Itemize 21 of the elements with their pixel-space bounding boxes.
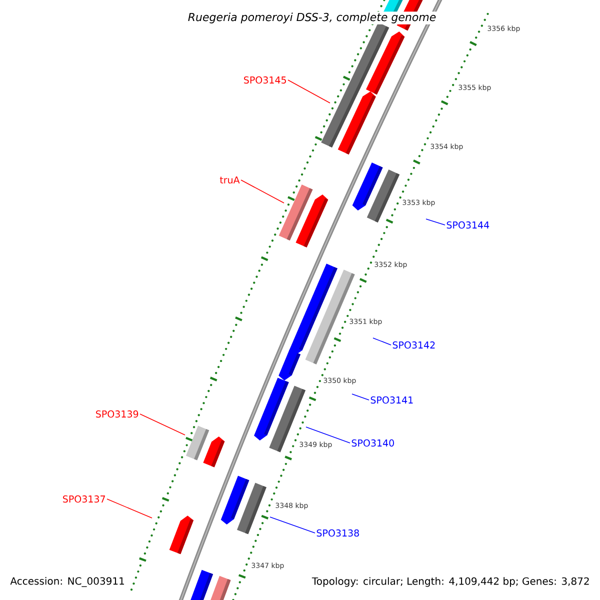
leader-line bbox=[352, 394, 370, 400]
gene-label: SPO3138 bbox=[316, 529, 359, 537]
leader-line bbox=[140, 414, 186, 436]
leader-line bbox=[288, 80, 330, 104]
gene-label: SPO3140 bbox=[352, 439, 394, 447]
leader-line bbox=[106, 498, 152, 518]
gene-label: SPO3137 bbox=[63, 495, 105, 503]
gene-label: truA bbox=[220, 176, 240, 184]
genome-info-text: Topology: circular; Length: 4,109,442 bp; Genes: 3,872 bbox=[312, 577, 589, 587]
gene-label: SPO3139 bbox=[96, 410, 138, 418]
leader-line bbox=[372, 338, 392, 346]
leader-line bbox=[270, 516, 316, 534]
title: Ruegeria pomeroyi DSS-3, complete genome bbox=[186, 12, 438, 24]
gene-label: SPO3144 bbox=[446, 221, 490, 229]
leader-line bbox=[426, 218, 446, 226]
gene-label: SPO3145 bbox=[244, 76, 286, 84]
gene-label: SPO3141 bbox=[370, 396, 413, 404]
gene-label: SPO3142 bbox=[392, 341, 435, 349]
leader-line bbox=[240, 180, 284, 204]
leader-line bbox=[306, 426, 350, 444]
accession-text: Accession: NC_003911 bbox=[10, 577, 124, 587]
